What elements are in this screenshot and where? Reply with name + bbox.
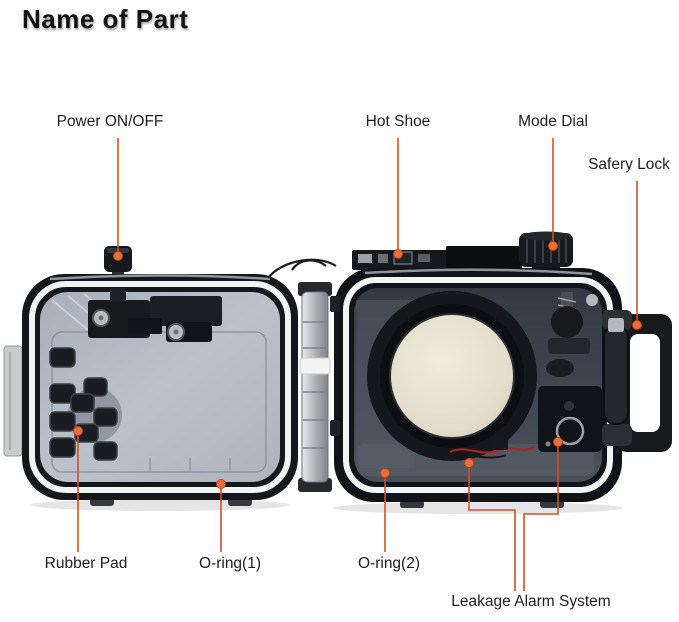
leader-leakage-right [523,445,559,591]
lens-port [367,291,537,461]
shutter-mechanism [546,292,598,377]
page-title: Name of Part [22,4,189,34]
dot-o-ring-2 [380,468,390,478]
leader-leakage-left [468,466,516,591]
mode-dial-knob [519,231,573,274]
dot-power [113,251,123,261]
dot-o-ring-1 [216,479,226,489]
label-o-ring-1: O-ring(1) [198,555,262,572]
leak-sensor-wires [449,436,535,459]
label-o-ring-2: O-ring(2) [357,555,421,572]
side-tab [3,345,23,457]
dot-hot-shoe [393,249,403,259]
back-housing [3,246,298,506]
dot-safety-lock [632,320,642,330]
label-hot-shoe: Hot Shoe [365,113,431,130]
dot-mode-dial [548,241,558,251]
label-leakage-alarm: Leakage Alarm System [451,593,611,610]
front-housing [330,231,672,508]
lanyard-string [267,258,337,279]
leakage-alarm-module [538,386,602,452]
label-rubber-pad: Rubber Pad [44,555,128,572]
leader-dots [73,241,642,489]
leader-lines [77,138,638,591]
o-ring-seal-back [29,281,291,493]
dot-rubber-pad [73,426,83,436]
safety-lock-handle [602,310,672,452]
label-power-on-off: Power ON/OFF [56,113,164,130]
label-safety-lock: Safery Lock [588,156,670,173]
hinge [298,282,332,492]
dot-leakage-right [553,437,563,447]
internal-latch-mechanism [88,288,222,342]
dot-leakage-left [464,458,474,468]
label-mode-dial: Mode Dial [518,113,588,130]
hot-shoe [352,246,522,270]
